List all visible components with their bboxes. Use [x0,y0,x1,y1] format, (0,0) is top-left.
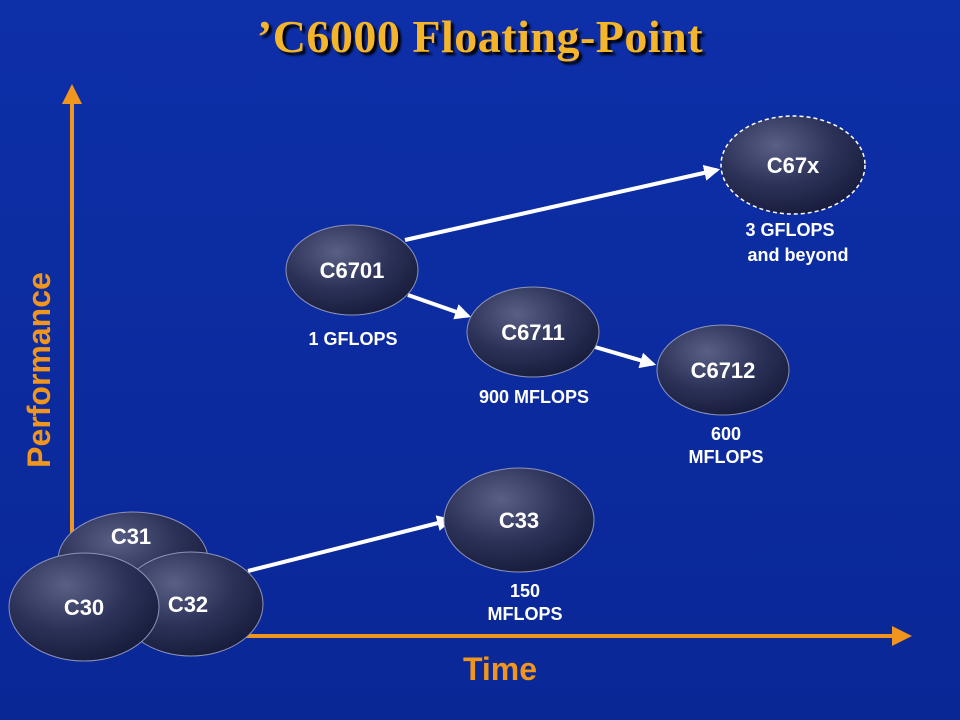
arrow-c6701-to-c6711 [407,293,472,320]
slide-title: ’C6000 Floating-Point [256,11,704,62]
chip-c6701: C6701 [285,224,419,316]
chip-c33: C33 [443,467,595,573]
perf-c33-line1: 150 [510,581,540,601]
chip-c67x-label: C67x [767,153,820,178]
perf-c33-line2: MFLOPS [488,604,563,624]
chip-c30-label: C30 [64,595,104,620]
arrow-c6711-to-c6712 [594,345,657,369]
perf-c67x-line2: and beyond [747,245,848,265]
arrows [247,164,721,573]
perf-c6701: 1 GFLOPS [308,329,397,349]
chip-c6712: C6712 [656,324,790,416]
perf-c6712-line2: MFLOPS [689,447,764,467]
chip-c32: C32 [118,551,264,657]
arrow-c3x-to-c33 [247,515,454,573]
perf-c6712-line1: 600 [711,424,741,444]
perf-c67x-line1: 3 GFLOPS [745,220,834,240]
chip-c31-label: C31 [111,524,151,549]
perf-c6711: 900 MFLOPS [479,387,589,407]
chip-c6711-label: C6711 [501,320,565,345]
chip-c30: C30 [8,552,160,662]
chip-c6712-label: C6712 [691,358,756,383]
chip-c33-label: C33 [499,508,539,533]
chip-c32-label: C32 [168,592,208,617]
chip-c6711: C6711 [466,286,600,378]
chip-c6701-label: C6701 [320,258,385,283]
arrow-c6701-to-c67x [404,164,721,242]
x-axis-label: Time [463,651,537,687]
chip-c67x: C67x [720,115,866,215]
y-axis-label: Performance [21,272,57,468]
